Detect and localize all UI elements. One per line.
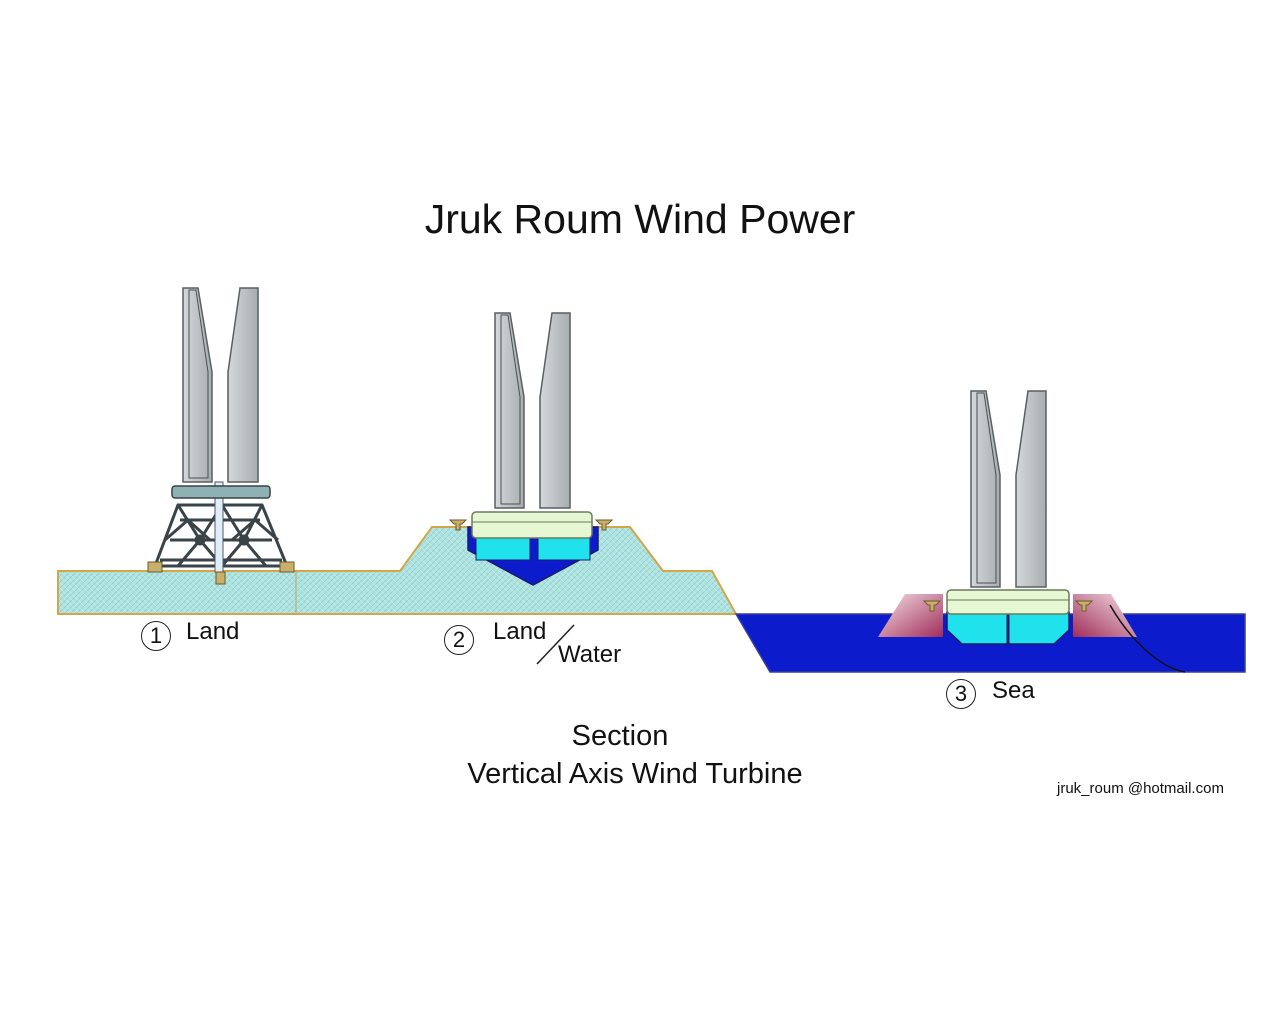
section-label-land-2: Land: [493, 618, 547, 645]
turbine-land: [147, 287, 295, 585]
section-label-sea: Sea: [992, 677, 1035, 704]
rotor-hub: [171, 485, 271, 499]
bollard-right: [1074, 600, 1094, 612]
turbine-sea: [878, 390, 1186, 673]
truss-footing-right: [279, 561, 295, 573]
blade-left: [970, 390, 1001, 588]
section-label-water: Water: [558, 641, 622, 668]
section-number-2: 2: [444, 625, 474, 655]
float-right: [537, 537, 591, 561]
blade-left: [494, 312, 525, 509]
anchor-pile: [215, 571, 226, 585]
section-number-1: 1: [141, 621, 171, 651]
blade-right: [227, 287, 259, 483]
land-water-slash: [536, 624, 575, 665]
page-title: Jruk Roum Wind Power: [424, 196, 856, 242]
blade-left-inner: [188, 289, 209, 479]
section-number-3: 3: [946, 679, 976, 709]
pontoon-right: [1073, 594, 1137, 637]
caption-section: Section: [571, 720, 669, 752]
mooring-cable: [1109, 604, 1186, 673]
bollard-left: [922, 600, 942, 612]
caption-subtitle: Vertical Axis Wind Turbine: [467, 758, 803, 790]
blade-left: [182, 287, 213, 483]
float-platform: [946, 589, 1070, 615]
blade-right: [1015, 390, 1047, 588]
pontoon-left: [878, 594, 943, 637]
truss-footing-left: [147, 561, 163, 573]
blade-left-inner: [500, 314, 521, 505]
blade-right: [539, 312, 571, 509]
blade-left-inner: [976, 392, 997, 584]
bollard-right: [594, 519, 614, 531]
turbine-land-water: [448, 312, 614, 586]
bollard-left: [448, 519, 468, 531]
float-left: [475, 537, 531, 561]
contact-email: jruk_roum @hotmail.com: [1057, 780, 1224, 797]
section-label-land: Land: [186, 618, 240, 645]
float-platform: [471, 511, 593, 539]
